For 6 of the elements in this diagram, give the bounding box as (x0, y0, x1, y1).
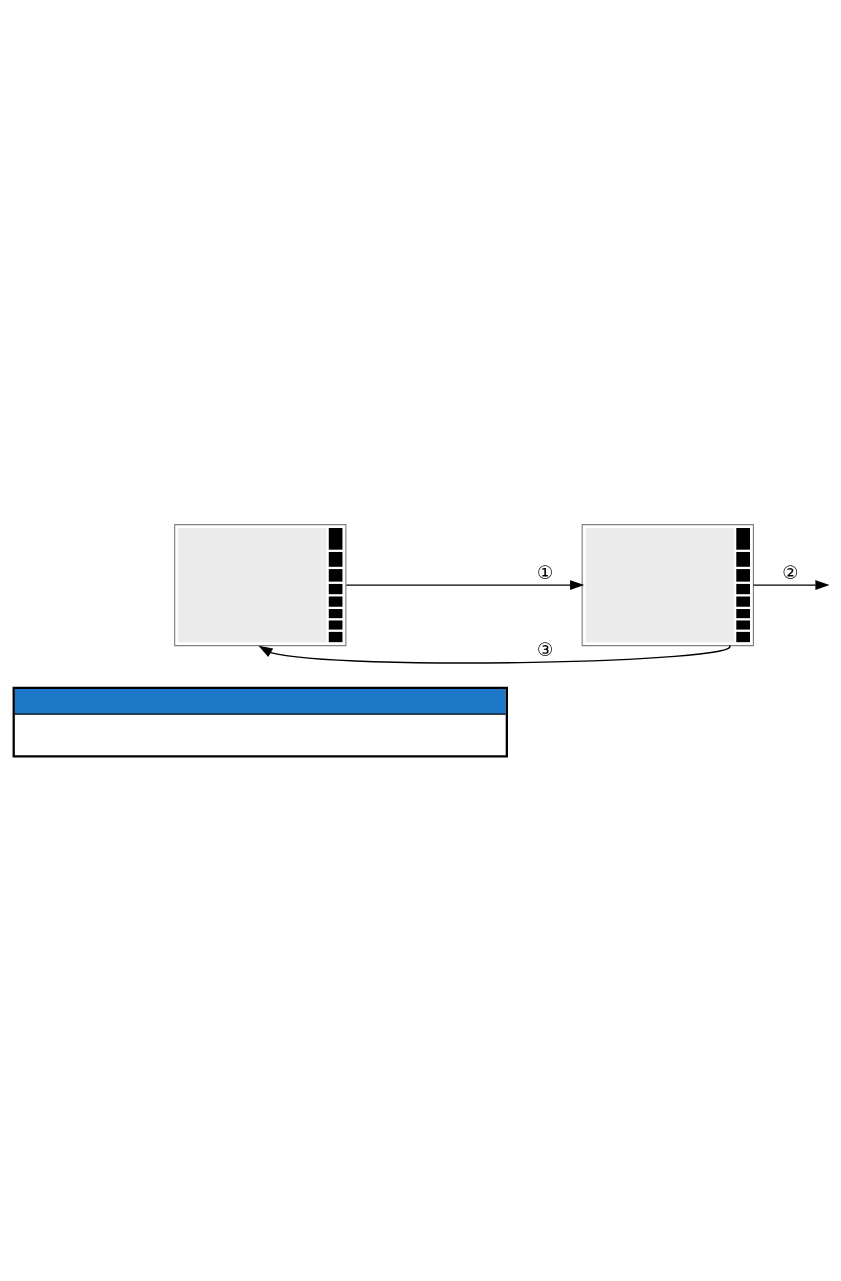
edge-label: ③ (536, 638, 554, 660)
arrow (258, 644, 731, 664)
arrow (345, 579, 585, 590)
arrow (752, 579, 830, 590)
edge-label: ① (536, 561, 554, 583)
edge-label: ② (782, 561, 799, 583)
